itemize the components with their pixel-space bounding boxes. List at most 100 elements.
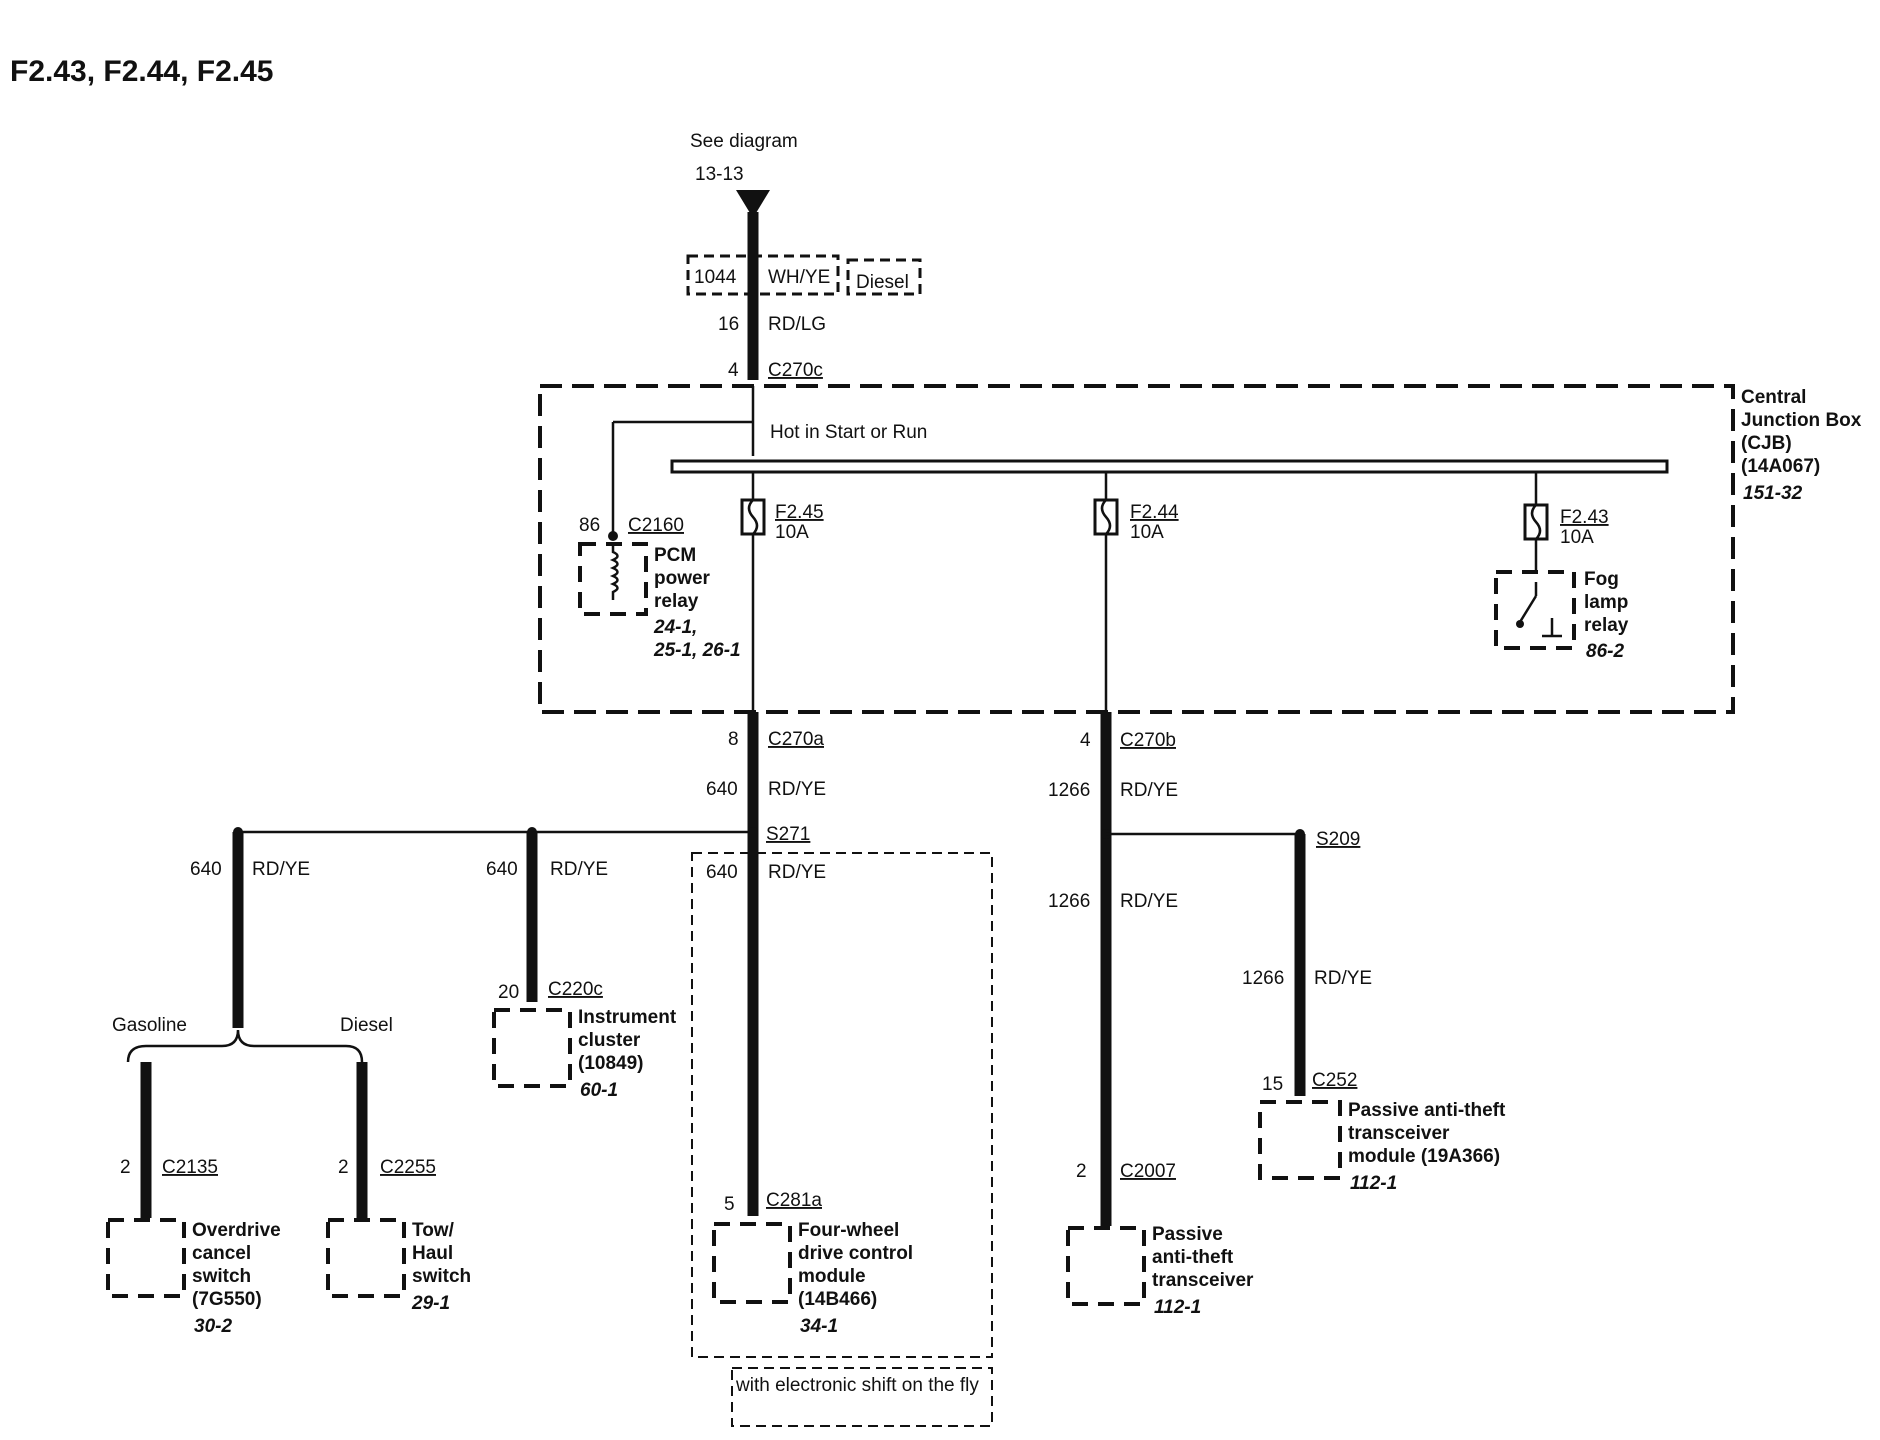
feed-connector: C270c [768, 360, 823, 381]
cluster-connector: C220c [548, 979, 603, 1000]
overdrive-label-1: Overdrive [192, 1220, 281, 1241]
fourwd-connector: C281a [766, 1190, 822, 1211]
relay-switch-icon [1518, 595, 1538, 623]
pcm-relay-ref-2: 25-1, 26-1 [653, 640, 741, 661]
fuse-f244-rating: 10A [1130, 522, 1164, 543]
towhaul-switch-box [326, 1218, 406, 1298]
fourwd-ref: 34-1 [800, 1316, 838, 1337]
pcm-relay-connector: C2160 [628, 515, 684, 536]
instrument-cluster-box [492, 1008, 572, 1088]
hot-in-start-run: Hot in Start or Run [770, 422, 927, 443]
see-diagram-label: See diagram [690, 131, 798, 152]
pats-module-ref: 112-1 [1350, 1173, 1397, 1194]
overdrive-switch-box [106, 1218, 186, 1298]
c270a-connector: C270a [768, 729, 824, 750]
cjb-label-2: Junction Box [1741, 410, 1862, 431]
towhaul-label-1: Tow/ [412, 1220, 455, 1241]
c270b-connector: C270b [1120, 730, 1176, 751]
overdrive-label-2: cancel [192, 1243, 251, 1264]
source-arrow-icon [736, 190, 770, 218]
cluster-color: RD/YE [550, 859, 608, 880]
fourwd-color: RD/YE [768, 862, 826, 883]
fog-relay-ref: 86-2 [1586, 641, 1624, 662]
feed-color-b: RD/LG [768, 314, 826, 335]
fourwd-label-2: drive control [798, 1243, 913, 1264]
feed-circuit-b: 16 [718, 314, 739, 335]
c270a-circuit: 640 [706, 779, 738, 800]
cjb-label-1: Central [1741, 387, 1806, 408]
fog-relay-label-2: lamp [1584, 592, 1628, 613]
relay-coil-icon [609, 544, 619, 600]
towhaul-connector: C2255 [380, 1157, 436, 1178]
pats-module-connector: C252 [1312, 1070, 1357, 1091]
c270b-pin: 4 [1080, 730, 1091, 751]
c270a-pin: 8 [728, 729, 739, 750]
pats-module-box [1258, 1100, 1342, 1180]
central-junction-box [538, 384, 1735, 714]
fog-relay-label-1: Fog [1584, 569, 1619, 590]
fourwd-label-3: module [798, 1266, 866, 1287]
fourwd-condition-box [731, 1367, 993, 1427]
branch-640-left-circuit: 640 [190, 859, 222, 880]
relay-contact-icon [1516, 620, 1524, 628]
pats-module-color: RD/YE [1314, 968, 1372, 989]
feed-wire-option-box [686, 254, 922, 296]
pats-module-label-3: module (19A366) [1348, 1146, 1500, 1167]
fuse-element-icon [1530, 504, 1542, 540]
option-brace [126, 1029, 364, 1063]
fuse-element-icon [747, 499, 759, 535]
fuse-f243-rating: 10A [1560, 527, 1594, 548]
cluster-label-1: Instrument [578, 1007, 677, 1028]
fourwd-label-1: Four-wheel [798, 1220, 899, 1241]
fuse-f245-rating: 10A [775, 522, 809, 543]
pats-module-label-2: transceiver [1348, 1123, 1450, 1144]
towhaul-label-3: switch [412, 1266, 471, 1287]
diesel-tag: Diesel [856, 272, 909, 293]
pats-label-2: anti-theft [1152, 1247, 1234, 1268]
fourwd-label-4: (14B466) [798, 1289, 877, 1310]
overdrive-label-4: (7G550) [192, 1289, 262, 1310]
pats-ref: 112-1 [1154, 1297, 1201, 1318]
cjb-label-3: (CJB) [1741, 433, 1792, 454]
fourwd-pin: 5 [724, 1194, 735, 1215]
pcm-relay-box [578, 542, 648, 616]
fuse-f243-name: F2.43 [1560, 507, 1609, 528]
overdrive-connector: C2135 [162, 1157, 218, 1178]
cluster-pin: 20 [498, 982, 519, 1003]
fourwd-option-box [691, 852, 993, 1358]
fog-relay-label-3: relay [1584, 615, 1629, 636]
c270a-color: RD/YE [768, 779, 826, 800]
cluster-circuit: 640 [486, 859, 518, 880]
feed-circuit-a: 1044 [694, 267, 737, 288]
branch-640-left-color: RD/YE [252, 859, 310, 880]
fourwd-circuit: 640 [706, 862, 738, 883]
pats-label-1: Passive [1152, 1224, 1223, 1245]
pcm-relay-label-2: power [654, 568, 711, 589]
pcm-relay-pin: 86 [579, 515, 600, 536]
fuse-f245-name: F2.45 [775, 502, 824, 523]
pats-transceiver-box [1066, 1226, 1146, 1306]
pcm-relay-label-3: relay [654, 591, 699, 612]
towhaul-ref: 29-1 [411, 1293, 450, 1314]
fuse-element-icon [1100, 499, 1112, 535]
pats-label-3: transceiver [1152, 1270, 1254, 1291]
cjb-label-4: (14A067) [1741, 456, 1820, 477]
towhaul-pin: 2 [338, 1157, 349, 1178]
source-ref: 13-13 [695, 164, 744, 185]
c270b-circuit: 1266 [1048, 780, 1090, 801]
overdrive-pin: 2 [120, 1157, 131, 1178]
overdrive-ref: 30-2 [194, 1316, 232, 1337]
pats-pin: 2 [1076, 1161, 1087, 1182]
s271-splice: S271 [766, 824, 810, 845]
pcm-relay-label-1: PCM [654, 545, 696, 566]
pats-module-circuit: 1266 [1242, 968, 1284, 989]
cjb-ref: 151-32 [1743, 483, 1803, 504]
feed-color-a: WH/YE [768, 267, 830, 288]
gasoline-option: Gasoline [112, 1015, 187, 1036]
pats-module-label-1: Passive anti-theft [1348, 1100, 1506, 1121]
fuse-f244-name: F2.44 [1130, 502, 1179, 523]
fourwd-condition: with electronic shift on the fly [735, 1375, 979, 1396]
diesel-option: Diesel [340, 1015, 393, 1036]
pats-module-pin: 15 [1262, 1074, 1283, 1095]
